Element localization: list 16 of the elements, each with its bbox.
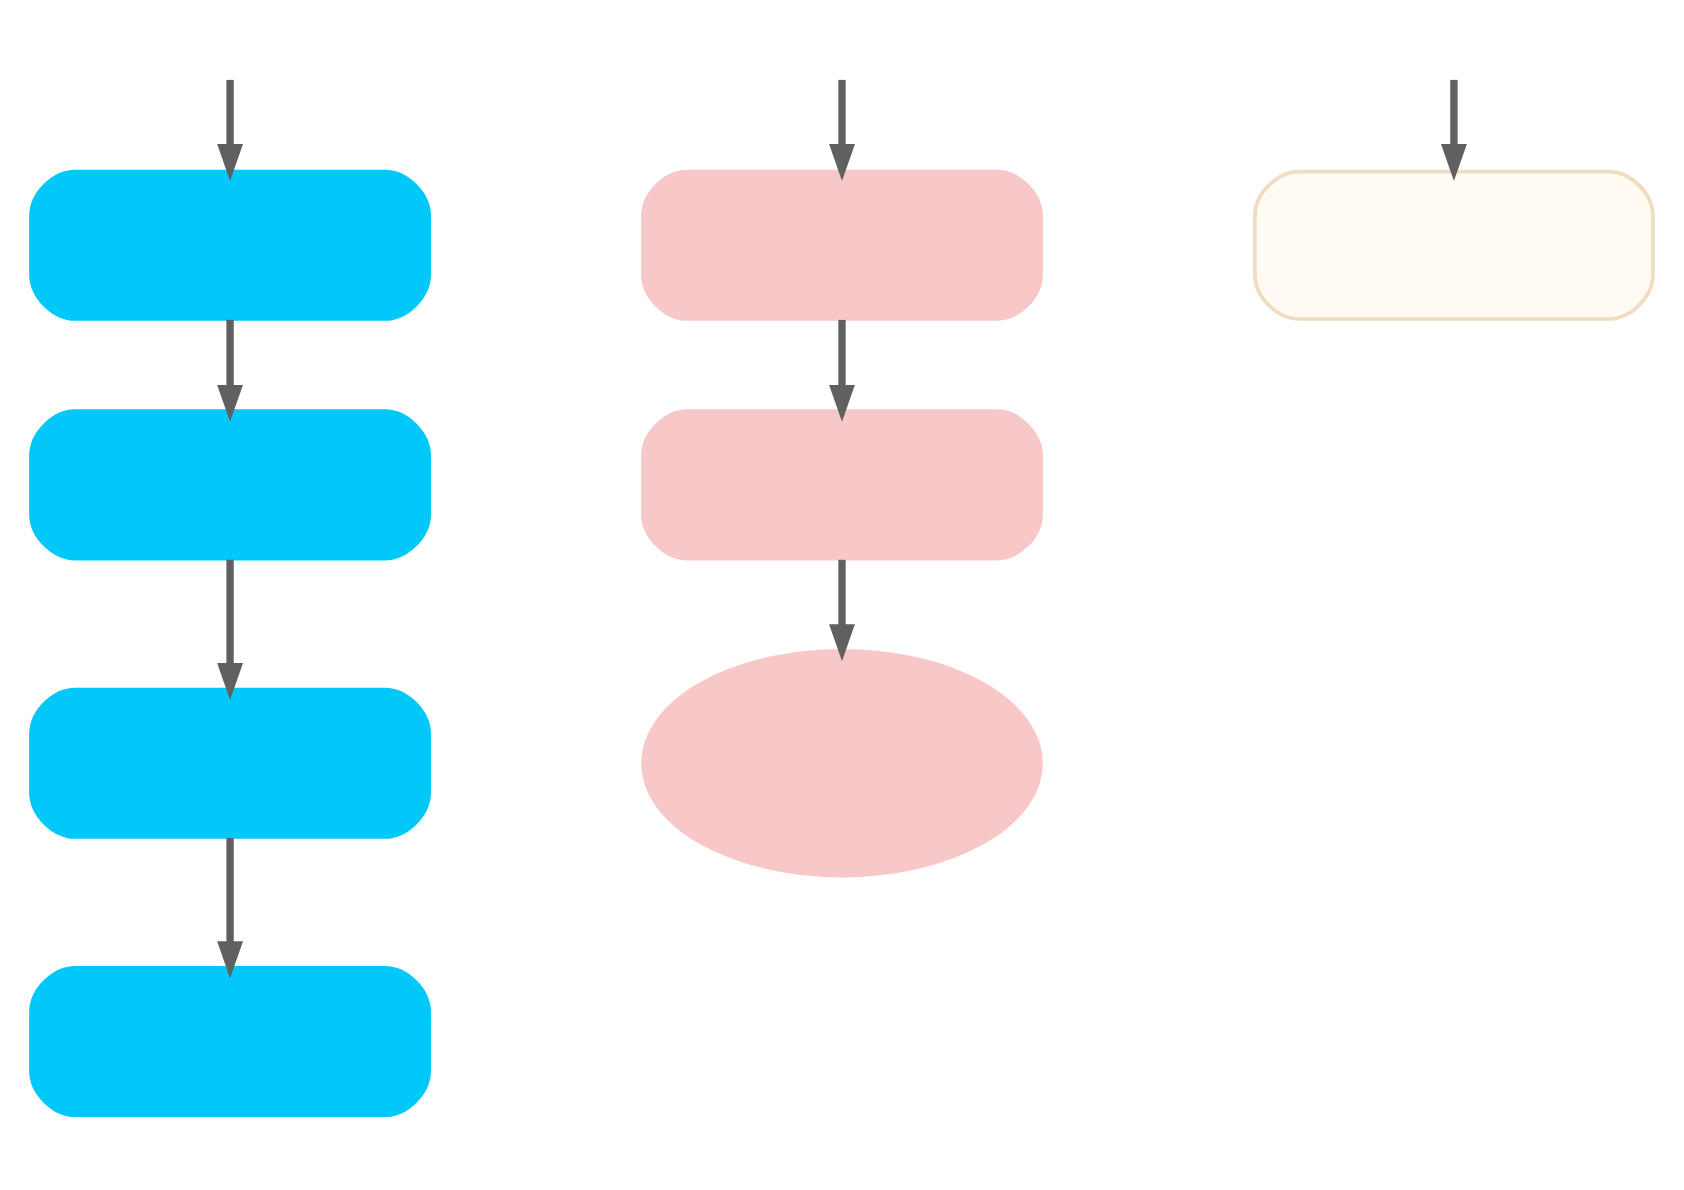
arrow [829, 78, 855, 180]
node-box [1253, 168, 1655, 320]
node-box [29, 686, 431, 838]
node-oval [641, 647, 1043, 877]
arrow [1441, 78, 1467, 180]
node-box [641, 408, 1043, 560]
arrow [217, 78, 243, 180]
arrow [829, 558, 855, 661]
arrow [217, 558, 243, 699]
arrow [217, 837, 243, 978]
arrow [217, 318, 243, 421]
node-box [29, 408, 431, 560]
arrow [829, 318, 855, 421]
node-box [29, 168, 431, 320]
node-box [641, 168, 1043, 320]
node-box [29, 964, 431, 1117]
